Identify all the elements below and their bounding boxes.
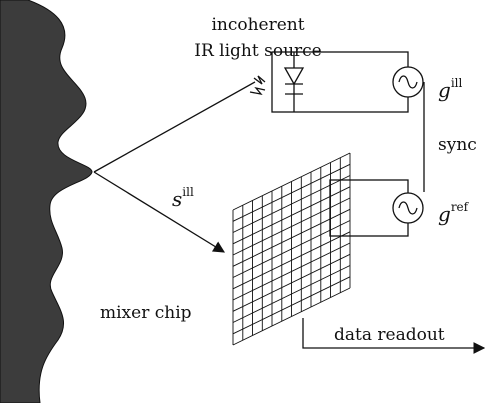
signal-label: sill bbox=[172, 185, 194, 211]
grid-row-line bbox=[232, 242, 351, 301]
mixer-chip-grid bbox=[232, 152, 351, 346]
source-label-line1: incoherent bbox=[211, 15, 304, 35]
g-ref-label: gref bbox=[438, 200, 470, 226]
reflected-ray bbox=[93, 171, 225, 253]
grid-row-line bbox=[232, 287, 351, 346]
grid-row-line bbox=[232, 231, 351, 290]
grid-row-line bbox=[232, 197, 351, 256]
grid-row-line bbox=[232, 253, 351, 312]
g-ref-symbol: g bbox=[438, 202, 451, 226]
data-readout-label: data readout bbox=[334, 325, 445, 345]
grid-row-line bbox=[232, 265, 351, 323]
g-ill-superscript: ill bbox=[451, 76, 463, 90]
grid-row-line bbox=[232, 276, 351, 335]
grid-row-line bbox=[232, 208, 351, 267]
grid-row-line bbox=[232, 186, 351, 245]
g-ill-label: gill bbox=[438, 76, 462, 102]
grid-row-line bbox=[232, 152, 351, 211]
signal-superscript: ill bbox=[182, 185, 194, 199]
grid-row-line bbox=[232, 220, 351, 278]
reflecting-surface bbox=[0, 0, 93, 403]
ac-source-icon bbox=[392, 66, 424, 98]
led-diode-icon bbox=[283, 52, 305, 112]
emission-zigzags bbox=[249, 75, 266, 95]
grid-row-line bbox=[232, 175, 351, 233]
data-readout-line bbox=[302, 318, 486, 354]
illumination-ray bbox=[93, 81, 256, 173]
signal-symbol: s bbox=[172, 187, 182, 211]
g-ill-symbol: g bbox=[438, 78, 451, 102]
ac-source-icon bbox=[392, 192, 424, 224]
mixer-chip-label: mixer chip bbox=[100, 303, 192, 323]
grid-row-line bbox=[232, 163, 351, 222]
sync-label: sync bbox=[438, 135, 477, 155]
source-label-line2: IR light source bbox=[194, 41, 321, 61]
g-ref-superscript: ref bbox=[451, 200, 470, 214]
